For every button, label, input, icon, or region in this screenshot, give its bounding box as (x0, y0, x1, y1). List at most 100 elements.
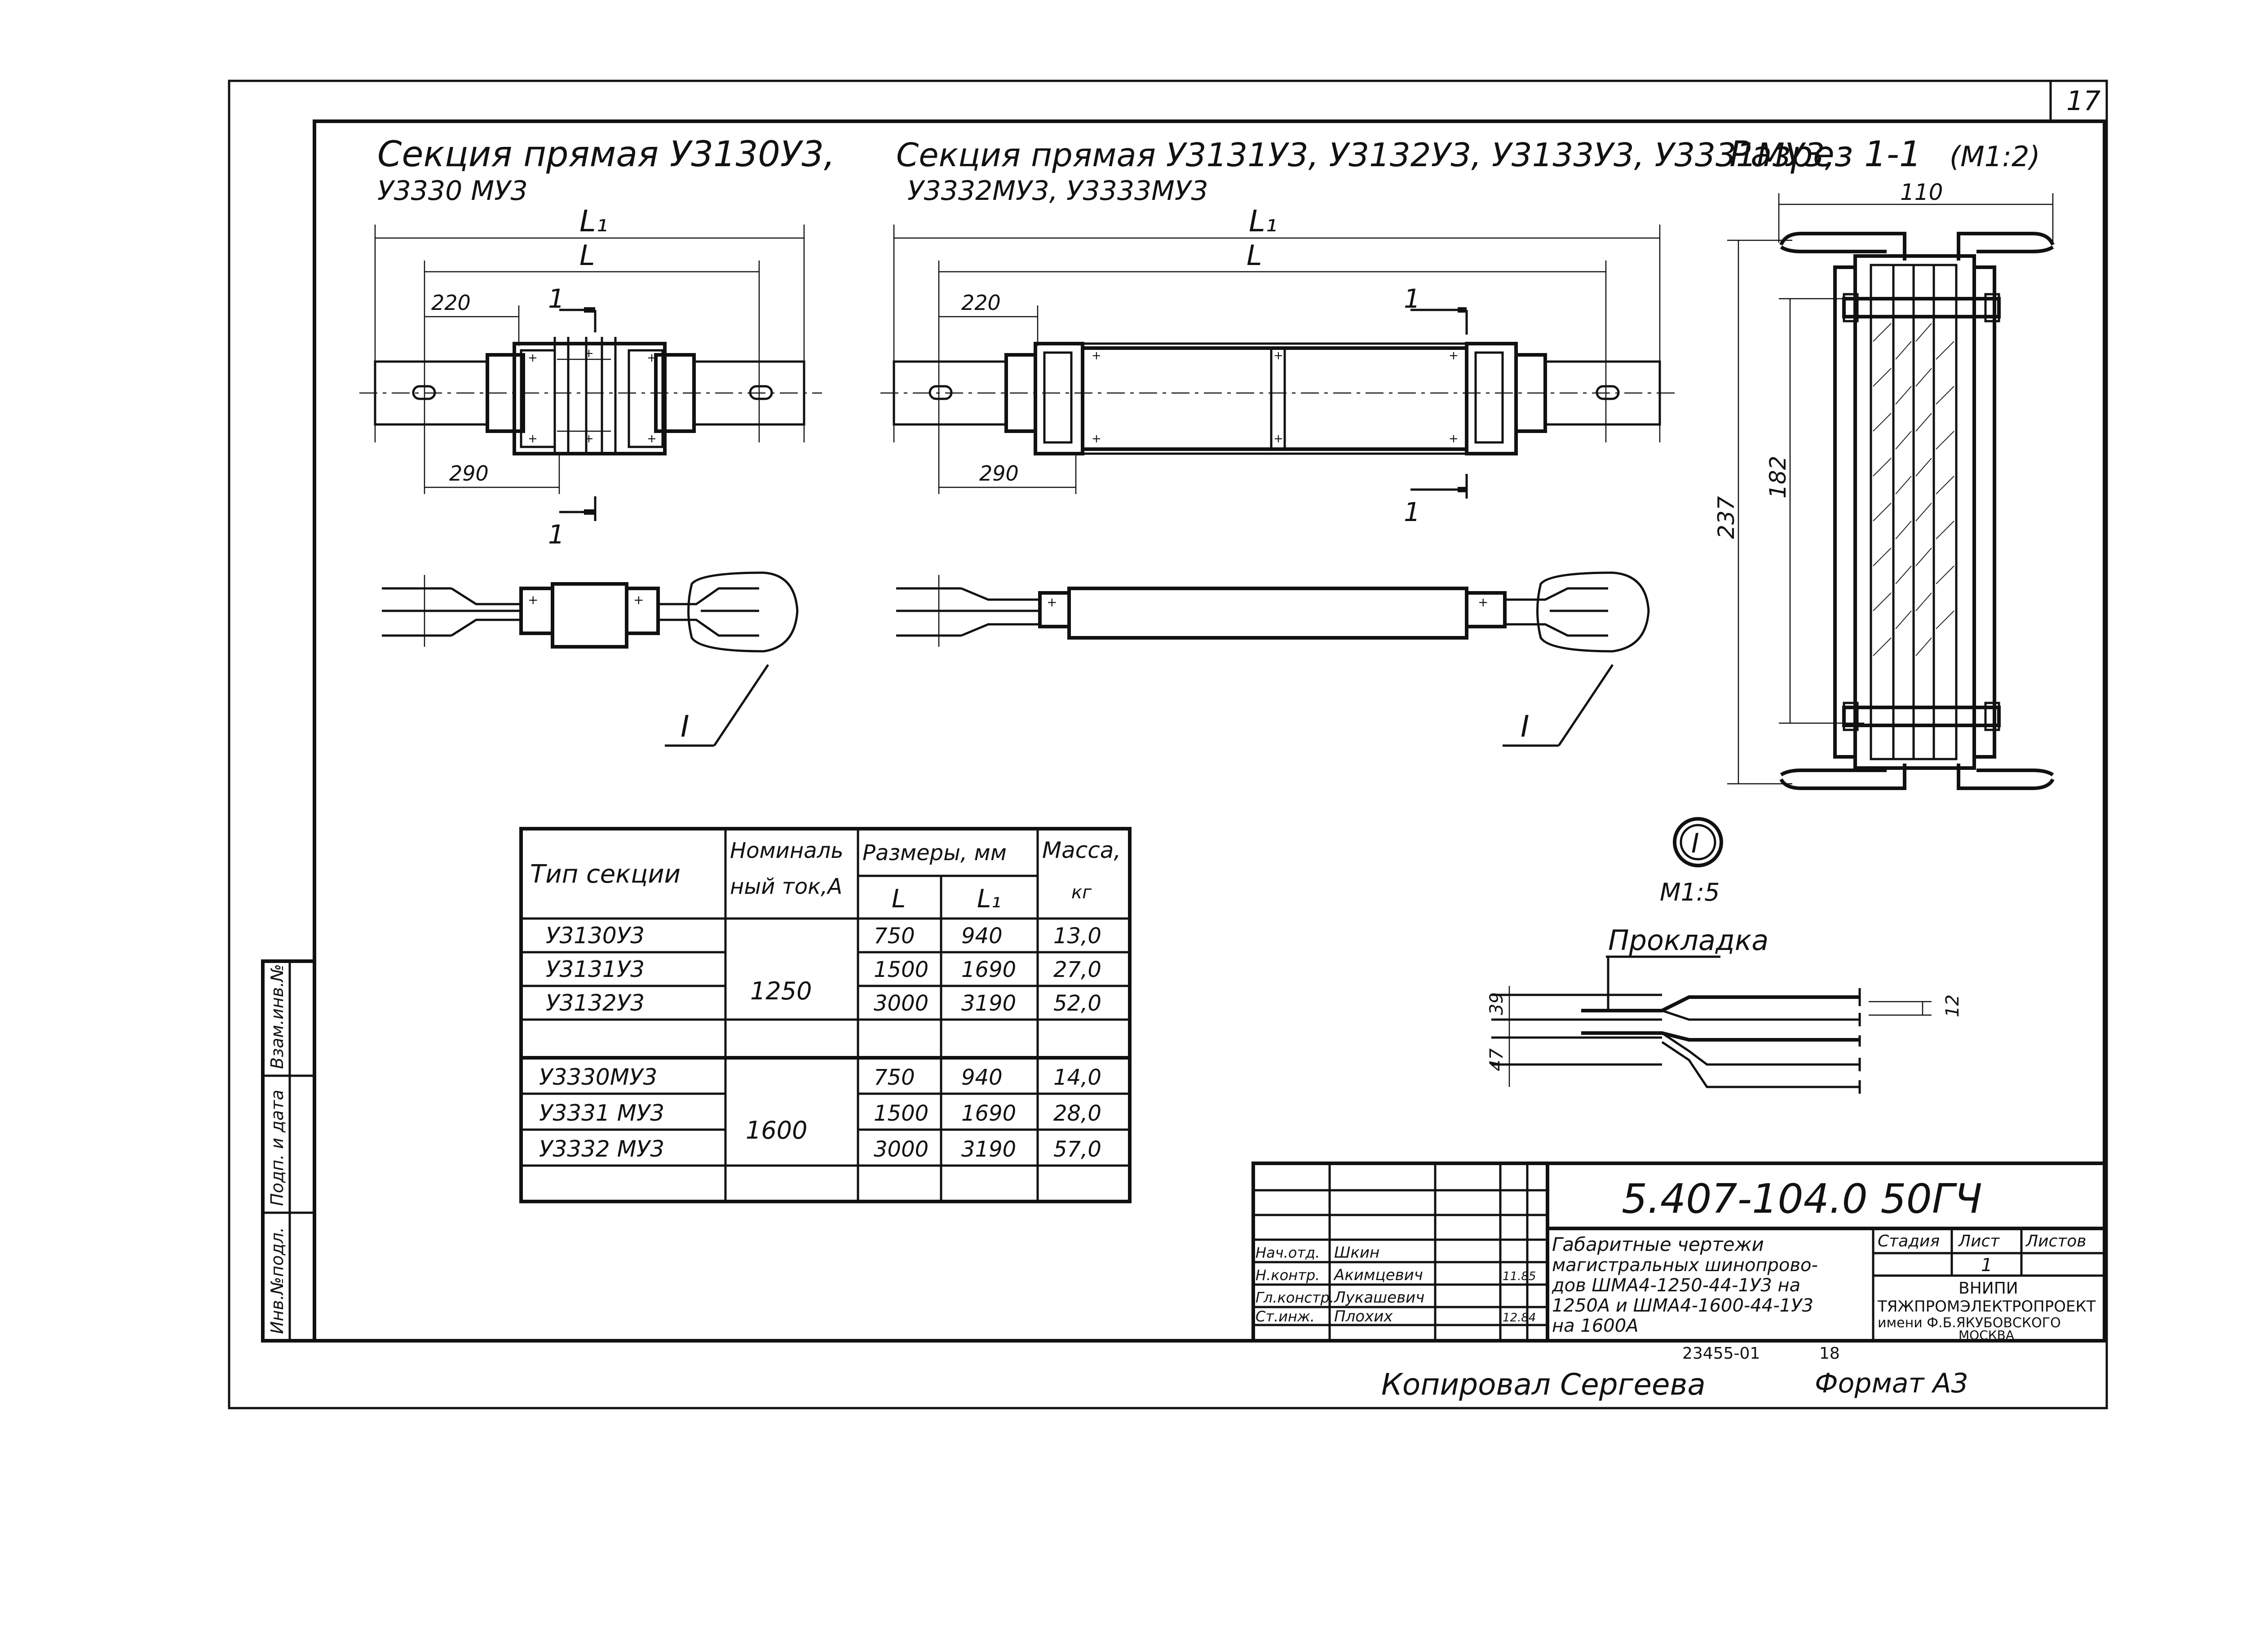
svg-text:L₁: L₁ (1249, 204, 1277, 239)
svg-text:L: L (892, 884, 906, 914)
svg-text:3190: 3190 (961, 1137, 1016, 1162)
svg-text:Плохих: Плохих (1334, 1307, 1393, 1325)
svg-text:12.84: 12.84 (1503, 1311, 1536, 1325)
svg-text:+: + (1478, 595, 1488, 610)
mid-plan-view: + + + + + + L₁ L 220 290 1 1 (880, 204, 1676, 527)
svg-text:1: 1 (1404, 283, 1420, 314)
svg-text:1690: 1690 (961, 1101, 1016, 1126)
svg-text:1: 1 (548, 519, 565, 550)
svg-text:М1:5: М1:5 (1660, 878, 1720, 906)
svg-text:У3331 МУ3: У3331 МУ3 (539, 1100, 664, 1126)
svg-text:1: 1 (548, 283, 565, 314)
svg-text:Лист: Лист (1958, 1232, 2000, 1250)
section-1-1: 110 237 182 (1713, 179, 2055, 790)
svg-text:57,0: 57,0 (1053, 1137, 1101, 1162)
svg-text:220: 220 (431, 291, 471, 315)
sheet-number-box (2049, 80, 2108, 123)
svg-text:ный ток,А: ный ток,А (730, 874, 842, 899)
sheet-number: 17 (2066, 85, 2100, 117)
detail-i: I М1:5 Прокладка 39 47 12 (1486, 817, 1963, 1094)
svg-text:290: 290 (979, 461, 1019, 486)
svg-text:1: 1 (1404, 497, 1420, 527)
svg-text:L₁: L₁ (579, 204, 608, 239)
svg-text:У3131У3: У3131У3 (546, 956, 645, 982)
svg-text:I: I (1521, 709, 1529, 744)
svg-text:ВНИПИ: ВНИПИ (1959, 1279, 2018, 1298)
paper-format: Формат А3 (1815, 1368, 1968, 1399)
svg-text:Габаритные чертежи: Габаритные чертежи (1552, 1233, 1764, 1255)
svg-text:+: + (1273, 349, 1283, 362)
svg-text:39: 39 (1486, 992, 1507, 1015)
svg-text:+: + (1449, 349, 1459, 362)
svg-text:У3330МУ3: У3330МУ3 (539, 1064, 657, 1090)
title-block: 5.407-104.0 50ГЧ Габаритные чертежи маги… (1251, 1162, 2106, 1343)
svg-text:47: 47 (1486, 1048, 1507, 1071)
svg-text:+: + (1449, 432, 1459, 446)
svg-text:Номиналь: Номиналь (730, 838, 844, 863)
svg-text:L: L (1247, 239, 1262, 272)
svg-text:Стадия: Стадия (1878, 1232, 1940, 1250)
svg-text:+: + (584, 432, 594, 446)
svg-text:дов ШМА4-1250-44-1У3 на: дов ШМА4-1250-44-1У3 на (1552, 1275, 1800, 1296)
svg-text:3190: 3190 (961, 991, 1016, 1016)
svg-text:110: 110 (1900, 179, 1943, 205)
svg-text:Ст.инж.: Ст.инж. (1256, 1308, 1315, 1325)
svg-text:Акимцевич: Акимцевич (1333, 1266, 1423, 1284)
left-plan-view: + + + + + + L₁ L 220 290 1 1 (359, 204, 822, 550)
svg-text:12: 12 (1942, 994, 1963, 1017)
svg-text:Масса,: Масса, (1042, 837, 1121, 863)
svg-text:1250А и ШМА4-1600-44-1У3: 1250А и ШМА4-1600-44-1У3 (1552, 1295, 1813, 1316)
svg-text:Прокладка: Прокладка (1608, 924, 1769, 957)
order-sheet: 18 (1819, 1344, 1840, 1363)
title-left-1: Секция прямая У3130У3, (377, 134, 835, 175)
order-number: 23455-01 (1682, 1344, 1760, 1363)
svg-text:+: + (633, 592, 644, 607)
svg-text:11.85: 11.85 (1503, 1270, 1536, 1283)
svg-text:на 1600А: на 1600А (1552, 1316, 1639, 1336)
svg-text:Н.контр.: Н.контр. (1256, 1267, 1320, 1284)
svg-text:Лукашевич: Лукашевич (1333, 1289, 1424, 1307)
svg-text:750: 750 (874, 923, 915, 949)
svg-text:52,0: 52,0 (1053, 991, 1101, 1016)
svg-text:+: + (528, 432, 538, 446)
svg-text:I: I (1691, 828, 1699, 859)
svg-text:Инв.№подл.: Инв.№подл. (267, 1227, 287, 1334)
svg-text:Размеры, мм: Размеры, мм (862, 840, 1007, 866)
title-mid-1: Секция прямая У3131У3, У3132У3, У3133У3,… (896, 136, 1835, 174)
title-left-2: У3330 МУ3 (377, 175, 528, 207)
mid-side-view: + + I (896, 571, 1650, 747)
svg-text:290: 290 (449, 461, 489, 486)
svg-text:+: + (584, 347, 594, 360)
svg-text:+: + (647, 432, 657, 446)
svg-text:27,0: 27,0 (1053, 957, 1101, 982)
svg-text:магистральных шинопрово-: магистральных шинопрово- (1552, 1255, 1818, 1276)
svg-text:1500: 1500 (874, 957, 928, 982)
svg-text:220: 220 (961, 291, 1001, 315)
svg-text:1: 1 (1981, 1255, 1992, 1276)
svg-text:182: 182 (1765, 456, 1791, 499)
svg-text:+: + (1092, 349, 1101, 362)
svg-text:940: 940 (961, 923, 1003, 949)
svg-text:Подп. и дата: Подп. и дата (267, 1090, 287, 1206)
outer-border (228, 80, 2108, 1409)
svg-text:Листов: Листов (2025, 1232, 2086, 1250)
svg-text:У3130У3: У3130У3 (546, 923, 645, 949)
svg-text:Гл.констр.: Гл.констр. (1256, 1289, 1334, 1306)
svg-text:+: + (647, 351, 657, 365)
svg-text:L: L (579, 239, 595, 272)
svg-text:Взам.инв.№: Взам.инв.№ (267, 964, 287, 1069)
svg-text:14,0: 14,0 (1053, 1065, 1101, 1090)
svg-text:3000: 3000 (874, 991, 928, 1016)
sections-table: Тип секции Номиналь ный ток,А Размеры, м… (519, 827, 1132, 1203)
svg-text:3000: 3000 (874, 1137, 928, 1162)
svg-text:кг: кг (1071, 882, 1092, 903)
svg-text:940: 940 (961, 1065, 1003, 1090)
svg-text:+: + (1092, 432, 1101, 446)
svg-text:+: + (528, 592, 538, 607)
svg-text:237: 237 (1713, 496, 1739, 539)
svg-text:750: 750 (874, 1065, 915, 1090)
svg-text:L₁: L₁ (977, 884, 1001, 914)
svg-text:У3332 МУ3: У3332 МУ3 (539, 1136, 664, 1162)
svg-text:1500: 1500 (874, 1101, 928, 1126)
